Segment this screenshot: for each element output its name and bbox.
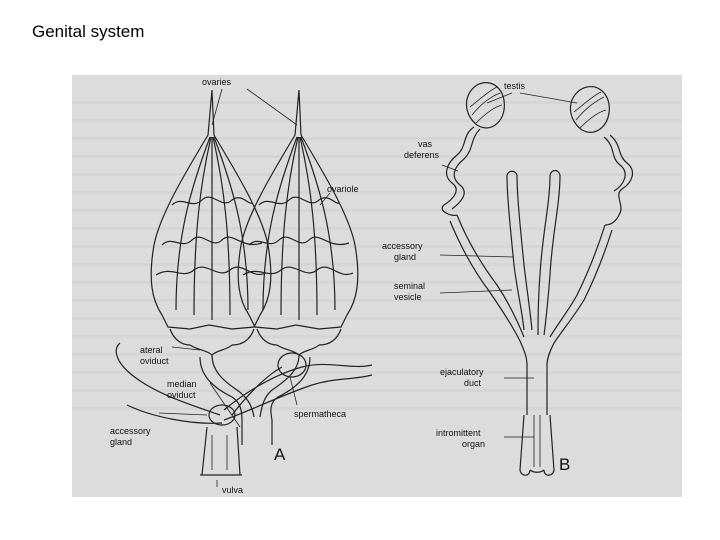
- label-accessory-gland-1: accessory: [110, 426, 151, 436]
- label-seminal-vesicle-1: seminal: [394, 281, 425, 291]
- male-labels: testis vas deferens accessory gland semi…: [382, 81, 570, 474]
- panel-letter-b: B: [559, 455, 570, 474]
- label-testis: testis: [504, 81, 526, 91]
- female-genital-diagram: [115, 89, 373, 476]
- male-leader-lines: [439, 92, 578, 438]
- intromittent-organ: [519, 414, 555, 476]
- label-ovariole: ovariole: [327, 184, 359, 194]
- label-ejaculatory-duct-1: ejaculatory: [440, 367, 484, 377]
- median-oviduct: [241, 420, 273, 445]
- vas-deferens-left: [441, 126, 475, 216]
- label-median-oviduct-1: median: [167, 379, 197, 389]
- label-median-oviduct-2: oviduct: [167, 390, 196, 400]
- ejaculatory-duct: [519, 340, 555, 415]
- vas-deferens-right: [604, 134, 634, 226]
- scan-bleed-through: [72, 90, 682, 420]
- lateral-oviduct-right: [259, 354, 300, 418]
- right-ovary: [237, 89, 359, 356]
- female-leader-lines: [158, 88, 331, 487]
- label-lateral-oviduct-1: ateral: [140, 345, 163, 355]
- vagina: [201, 426, 241, 476]
- label-vas-deferens-1: vas: [418, 139, 433, 149]
- lateral-oviduct: [211, 354, 255, 418]
- spermatheca: [231, 366, 283, 416]
- label-seminal-vesicle-2: vesicle: [394, 292, 422, 302]
- label-intromittent-organ-1: intromittent: [436, 428, 481, 438]
- label-ovaries: ovaries: [202, 77, 232, 87]
- label-spermatheca: spermatheca: [294, 409, 346, 419]
- label-vulva: vulva: [222, 485, 243, 495]
- genital-chamber: [208, 404, 236, 426]
- male-genital-diagram: [441, 82, 634, 476]
- left-ovary: [150, 89, 272, 356]
- panel-letter-a: A: [274, 445, 286, 464]
- slide-title: Genital system: [32, 22, 145, 41]
- label-accessory-gland-2: gland: [110, 437, 132, 447]
- label-intromittent-organ-2: organ: [462, 439, 485, 449]
- label-ejaculatory-duct-2: duct: [464, 378, 482, 388]
- figure-drawing: ovaries ovariole ateral oviduct median o…: [72, 77, 682, 495]
- label-lateral-oviduct-2: oviduct: [140, 356, 169, 366]
- female-labels: ovaries ovariole ateral oviduct median o…: [110, 77, 359, 495]
- left-testis: [465, 82, 505, 129]
- seminal-vesicle: [456, 214, 525, 338]
- accessory-gland: [115, 342, 221, 416]
- label-accessory-gland-b-1: accessory: [382, 241, 423, 251]
- genital-system-figure: ovaries ovariole ateral oviduct median o…: [72, 75, 682, 497]
- label-vas-deferens-2: deferens: [404, 150, 440, 160]
- accessory-gland-b: [506, 174, 525, 331]
- right-testis: [569, 85, 610, 133]
- label-accessory-gland-b-2: gland: [394, 252, 416, 262]
